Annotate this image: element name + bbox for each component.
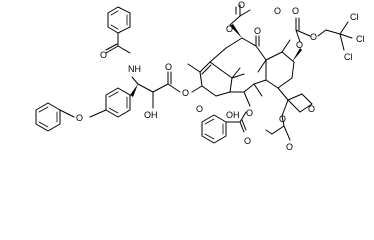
benzamide-nh: NH [128,64,141,74]
taxane-core [187,24,313,117]
troc-o: O [296,40,303,50]
benzyl-ether-o: O [76,113,83,123]
ester-o: O [182,88,189,98]
chlorine-1: Cl [350,12,359,22]
benzoate-ring [201,114,227,144]
carbonate-o2: O [310,32,317,42]
c9-ketone-o: O [254,26,261,36]
core-oh: OH [226,110,240,120]
c10-acetate-carbonyl-o: O [238,0,245,10]
carbonate-o1: O [274,6,281,16]
c2-o: O [246,108,253,118]
c7-o: O [196,104,203,114]
side-chain-oh: OH [144,110,158,120]
benzyl-ring [35,102,61,132]
c4-o: O [279,114,286,124]
benzamide-carbonyl-o: O [100,50,107,60]
molecule-structure-diagram: O NH O OH O O O O O O O O O Cl Cl Cl O O… [35,0,365,152]
ester-carbonyl-o: O [165,62,172,72]
benzoyl-amide-ring [107,6,131,34]
chlorine-2: Cl [356,34,365,44]
c10-acetate-o: O [226,24,233,34]
oxetane-o: O [308,104,315,114]
phenyl-ring [105,87,131,118]
c4-acetate-carbonyl-o: O [286,142,293,152]
benzoate-carbonyl-o: O [244,136,251,146]
carbonate-carbonyl-o: O [292,6,299,16]
chlorine-3: Cl [344,52,353,62]
